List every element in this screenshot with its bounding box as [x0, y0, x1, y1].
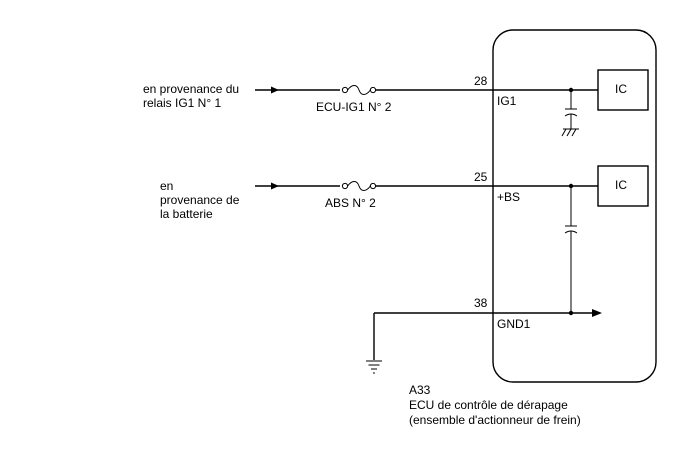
- ecu-box: [492, 29, 657, 383]
- bs-capacitor: [564, 183, 578, 316]
- chassis-ground-icon: [561, 128, 579, 137]
- pin-bs-name: +BS: [497, 190, 520, 204]
- ig1-wire: [255, 85, 598, 95]
- component-subname: (ensemble d'actionneur de frein): [409, 413, 581, 427]
- battery-source-line1: en: [160, 179, 173, 193]
- ig1-arrow-icon: [271, 86, 279, 94]
- bs-wire: [255, 181, 598, 191]
- pin-ig1-name: IG1: [497, 94, 517, 108]
- ground-icon: [366, 360, 382, 374]
- ic-box-ig1: [597, 69, 649, 111]
- battery-source-line3: la batterie: [160, 207, 213, 221]
- ig1-capacitor: [561, 87, 579, 137]
- component-name: ECU de contrôle de dérapage: [409, 398, 568, 412]
- gnd-wire: [366, 309, 602, 374]
- relay-source-line1: en provenance du: [143, 82, 239, 96]
- pin-ig1-number: 28: [474, 74, 488, 88]
- pin-gnd-number: 38: [474, 296, 488, 310]
- ic-label-bs: IC: [615, 178, 627, 192]
- ic-label-ig1: IC: [615, 82, 627, 96]
- bs-arrow-icon: [271, 182, 279, 190]
- relay-source-line2: relais IG1 N° 1: [143, 96, 221, 110]
- ig1-fuse-icon: [341, 85, 377, 95]
- gnd-junction-dot: [568, 310, 574, 316]
- bs-fuse-icon: [341, 181, 377, 191]
- component-code: A33: [409, 383, 431, 397]
- gnd-arrow-icon: [592, 309, 602, 317]
- ic-box-bs: [597, 165, 649, 207]
- pin-bs-number: 25: [474, 170, 488, 184]
- pin-gnd-name: GND1: [497, 317, 531, 331]
- bs-fuse-label: ABS N° 2: [325, 196, 376, 210]
- battery-source-line2: provenance de: [160, 193, 240, 207]
- ig1-fuse-label: ECU-IG1 N° 2: [316, 100, 392, 114]
